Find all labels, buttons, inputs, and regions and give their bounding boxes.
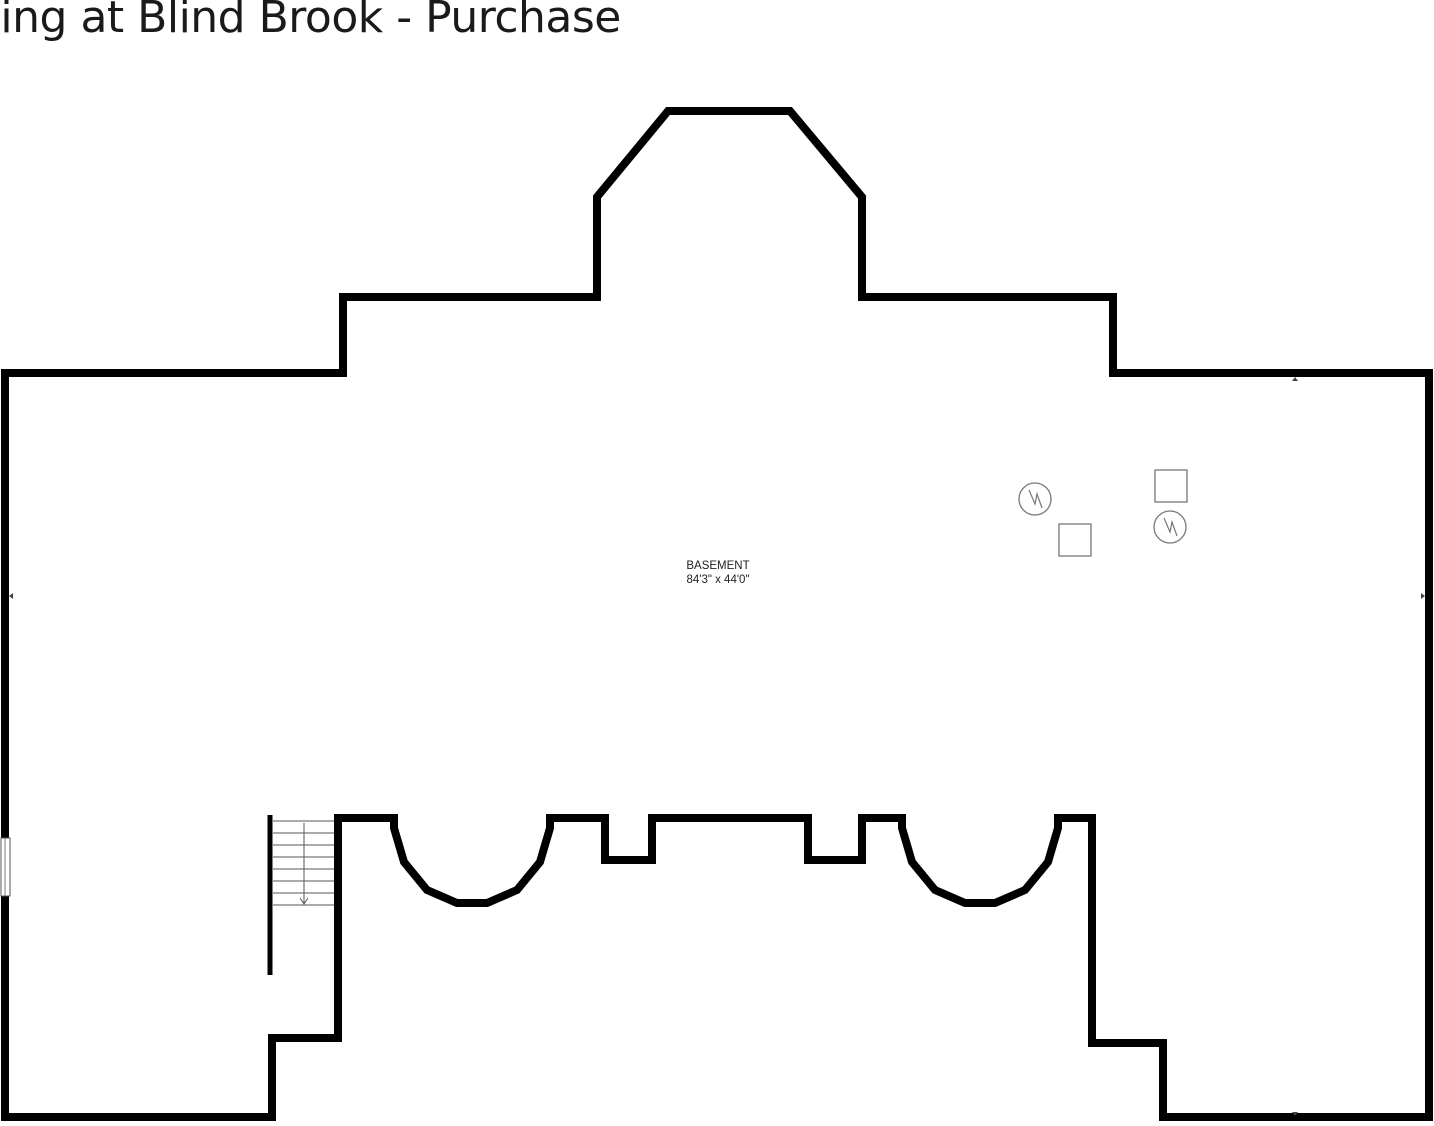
staircase	[267, 815, 334, 975]
exterior-wall	[1, 107, 1433, 1121]
window	[0, 837, 11, 897]
stair-direction-arrow-icon	[299, 823, 309, 905]
dimension-marker-top	[1292, 377, 1298, 381]
square-fixture-icon	[1154, 469, 1188, 503]
water-heater-icon	[1018, 482, 1052, 516]
water-heater-icon	[1153, 510, 1187, 544]
room-dimensions: 84'3" x 44'0"	[686, 574, 749, 586]
room-name: BASEMENT	[686, 560, 749, 572]
page-title: sing at Blind Brook - Purchase	[0, 0, 621, 43]
dimension-marker-bottom	[1292, 1112, 1298, 1116]
dimension-marker-left	[9, 593, 13, 599]
dimension-marker-right	[1421, 593, 1425, 599]
square-fixture-icon	[1058, 523, 1092, 557]
